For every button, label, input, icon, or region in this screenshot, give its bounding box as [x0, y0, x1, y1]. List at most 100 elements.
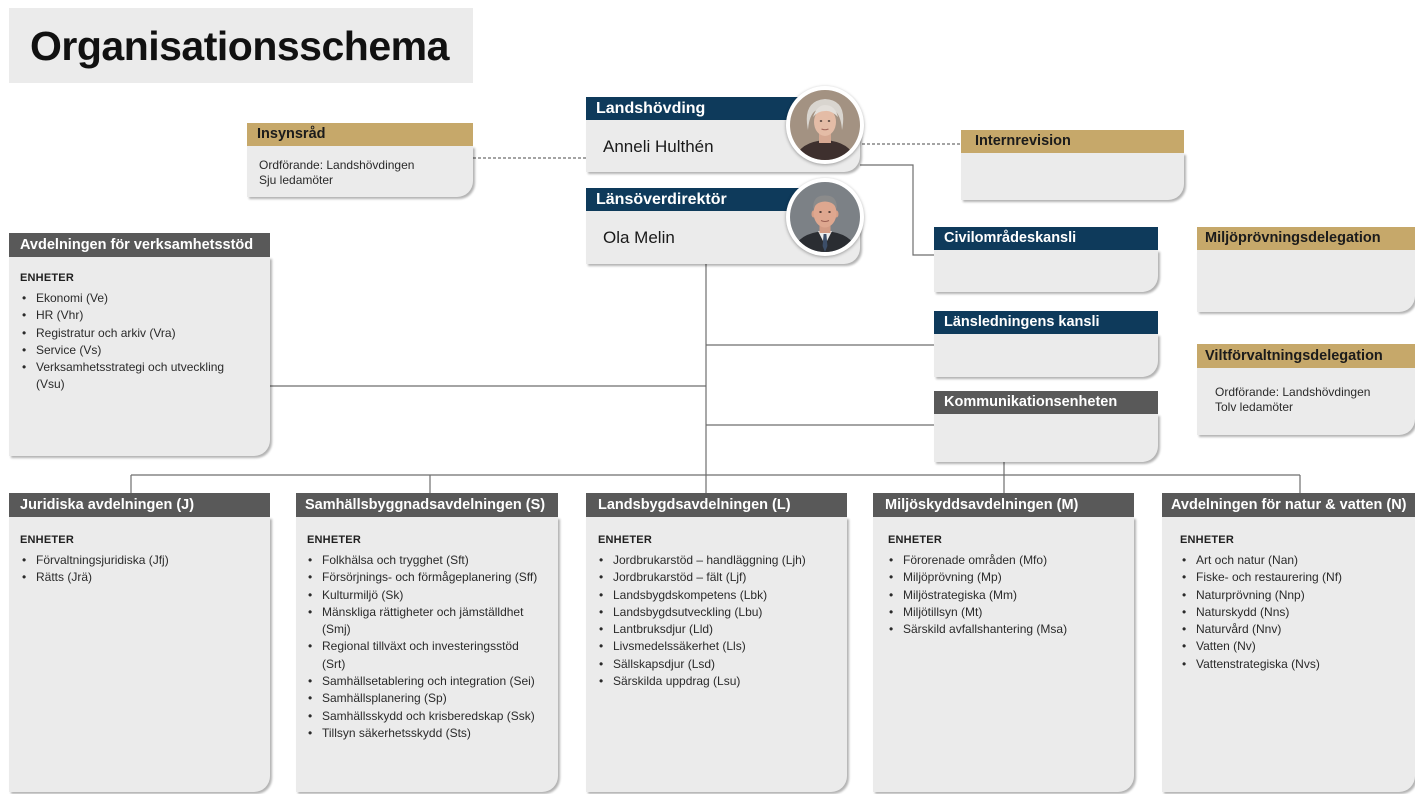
wildlife-delegation-card: Viltförvaltningsdelegation Ordförande: L… — [1197, 344, 1415, 435]
advisory-board-members: Sju ledamöter — [259, 173, 334, 187]
units-label: ENHETER — [888, 534, 942, 546]
portrait-clothing — [794, 140, 856, 160]
environmental-delegation-card: Miljöprövningsdelegation — [1197, 227, 1415, 312]
units-label: ENHETER — [20, 534, 74, 546]
units-list: Art och natur (Nan) Fiske- och restaurer… — [1180, 552, 1405, 673]
unit-item: Särskild avfallshantering (Msa) — [889, 621, 1120, 639]
department-body: ENHETER Art och natur (Nan) Fiske- och r… — [1162, 517, 1415, 792]
support-department-header: Avdelningen för verksamhetsstöd — [9, 233, 270, 257]
civil-office-card: Civilområdeskansli — [934, 227, 1158, 292]
wildlife-delegation-chair: Ordförande: Landshövdingen — [1215, 385, 1371, 399]
unit-item: Sällskapsdjur (Lsd) — [599, 656, 833, 674]
director-name: Ola Melin — [603, 228, 675, 247]
units-list: Folkhälsa och trygghet (Sft) Försörjning… — [307, 552, 544, 743]
internal-audit-header: Internrevision — [961, 130, 1184, 153]
department-body: ENHETER Förvaltningsjuridiska (Jfj) Rätt… — [9, 517, 270, 792]
portrait-mouth — [821, 128, 829, 131]
unit-item: Folkhälsa och trygghet (Sft) — [308, 552, 544, 570]
civil-office-header: Civilområdeskansli — [934, 227, 1158, 250]
unit-item: Vattenstrategiska (Nvs) — [1182, 656, 1405, 674]
unit-item: Samhällsplanering (Sp) — [308, 690, 544, 708]
unit-item: HR (Vhr) — [22, 307, 241, 325]
department-card-community-planning: Samhällsbyggnadsavdelningen (S) ENHETER … — [296, 493, 558, 792]
management-office-body — [934, 334, 1158, 377]
advisory-board-card: Insynsråd Ordförande: Landshövdingen Sju… — [247, 123, 473, 197]
unit-item: Rätts (Jrä) — [22, 569, 250, 587]
unit-item: Naturvård (Nnv) — [1182, 621, 1405, 639]
communications-unit-header: Kommunikationsenheten — [934, 391, 1158, 414]
unit-item: Vatten (Nv) — [1182, 638, 1405, 656]
units-list: Jordbrukarstöd – handläggning (Ljh) Jord… — [598, 552, 833, 691]
portrait-hair — [813, 195, 837, 210]
portrait-eye — [819, 211, 822, 213]
advisory-board-header: Insynsråd — [247, 123, 473, 146]
unit-item: Miljötillsyn (Mt) — [889, 604, 1120, 622]
department-card-rural: Landsbygdsavdelningen (L) ENHETER Jordbr… — [586, 493, 847, 792]
units-label: ENHETER — [598, 534, 652, 546]
internal-audit-body — [961, 153, 1184, 200]
department-header: Miljöskyddsavdelningen (M) — [873, 493, 1134, 517]
wildlife-delegation-body: Ordförande: Landshövdingen Tolv ledamöte… — [1197, 368, 1415, 435]
department-header: Landsbygdsavdelningen (L) — [586, 493, 847, 517]
portrait-photo-icon — [790, 90, 860, 160]
civil-office-body — [934, 250, 1158, 292]
portrait-hair-fringe — [813, 105, 838, 117]
unit-item: Mänskliga rättigheter och jämställdhet (… — [308, 604, 544, 639]
page-title: Organisationsschema — [30, 23, 449, 69]
director-portrait-frame — [790, 182, 860, 252]
portrait-eye — [827, 120, 831, 122]
unit-item: Registratur och arkiv (Vra) — [22, 325, 241, 343]
department-card-nature-water: Avdelningen för natur & vatten (N) ENHET… — [1162, 493, 1415, 792]
portrait-face — [814, 108, 836, 136]
unit-item: Samhällsskydd och krisberedskap (Ssk) — [308, 708, 544, 726]
support-department-body: ENHETER Ekonomi (Ve) HR (Vhr) Registratu… — [9, 257, 270, 456]
environmental-delegation-header: Miljöprövningsdelegation — [1197, 227, 1415, 250]
portrait-hair — [806, 99, 844, 130]
unit-item: Kulturmiljö (Sk) — [308, 587, 544, 605]
unit-item: Tillsyn säkerhetsskydd (Sts) — [308, 725, 544, 743]
internal-audit-card: Internrevision — [961, 130, 1184, 200]
department-body: ENHETER Förorenade områden (Mfo) Miljöpr… — [873, 517, 1134, 792]
units-list: Förorenade områden (Mfo) Miljöprövning (… — [888, 552, 1120, 639]
director-role-header: Länsöverdirektör — [586, 188, 800, 211]
governor-portrait-frame — [790, 90, 860, 160]
unit-item: Landsbygdsutveckling (Lbu) — [599, 604, 833, 622]
governor-name: Anneli Hulthén — [603, 137, 714, 156]
units-list: Förvaltningsjuridiska (Jfj) Rätts (Jrä) — [20, 552, 250, 587]
title-box: Organisationsschema — [9, 8, 473, 83]
support-department-card: Avdelningen för verksamhetsstöd ENHETER … — [9, 233, 270, 456]
environmental-delegation-body — [1197, 250, 1415, 312]
connector-civilomradeskansli — [860, 164, 934, 256]
department-header: Samhällsbyggnadsavdelningen (S) — [296, 493, 558, 517]
unit-item: Samhällsetablering och integration (Sei) — [308, 673, 544, 691]
unit-item: Miljöprövning (Mp) — [889, 569, 1120, 587]
unit-item: Verksamhetsstrategi och utveckling (Vsu) — [22, 359, 241, 394]
portrait-face — [813, 198, 837, 228]
management-office-card: Länsledningens kansli — [934, 311, 1158, 377]
director-portrait — [786, 178, 864, 256]
portrait-photo-icon — [790, 182, 860, 252]
wildlife-delegation-header: Viltförvaltningsdelegation — [1197, 344, 1415, 368]
department-header: Juridiska avdelningen (J) — [9, 493, 270, 517]
unit-item: Förorenade områden (Mfo) — [889, 552, 1120, 570]
department-header: Avdelningen för natur & vatten (N) — [1162, 493, 1415, 517]
advisory-board-body: Ordförande: Landshövdingen Sju ledamöter — [247, 146, 473, 197]
unit-item: Service (Vs) — [22, 342, 241, 360]
unit-item: Livsmedelssäkerhet (Lls) — [599, 638, 833, 656]
department-body: ENHETER Folkhälsa och trygghet (Sft) För… — [296, 517, 558, 792]
wildlife-delegation-members: Tolv ledamöter — [1215, 400, 1294, 414]
portrait-tie — [822, 234, 828, 252]
unit-item: Jordbrukarstöd – handläggning (Ljh) — [599, 552, 833, 570]
communications-unit-body — [934, 414, 1158, 462]
units-list: Ekonomi (Ve) HR (Vhr) Registratur och ar… — [20, 290, 241, 394]
unit-item: Miljöstrategiska (Mm) — [889, 587, 1120, 605]
unit-item: Försörjnings- och förmågeplanering (Sff) — [308, 569, 544, 587]
unit-item: Ekonomi (Ve) — [22, 290, 241, 308]
governor-role-header: Landshövding — [586, 97, 800, 120]
unit-item: Regional tillväxt och investeringsstöd (… — [308, 638, 544, 673]
governor-portrait — [786, 86, 864, 164]
management-office-header: Länsledningens kansli — [934, 311, 1158, 334]
unit-item: Särskilda uppdrag (Lsu) — [599, 673, 833, 691]
unit-item: Förvaltningsjuridiska (Jfj) — [22, 552, 250, 570]
